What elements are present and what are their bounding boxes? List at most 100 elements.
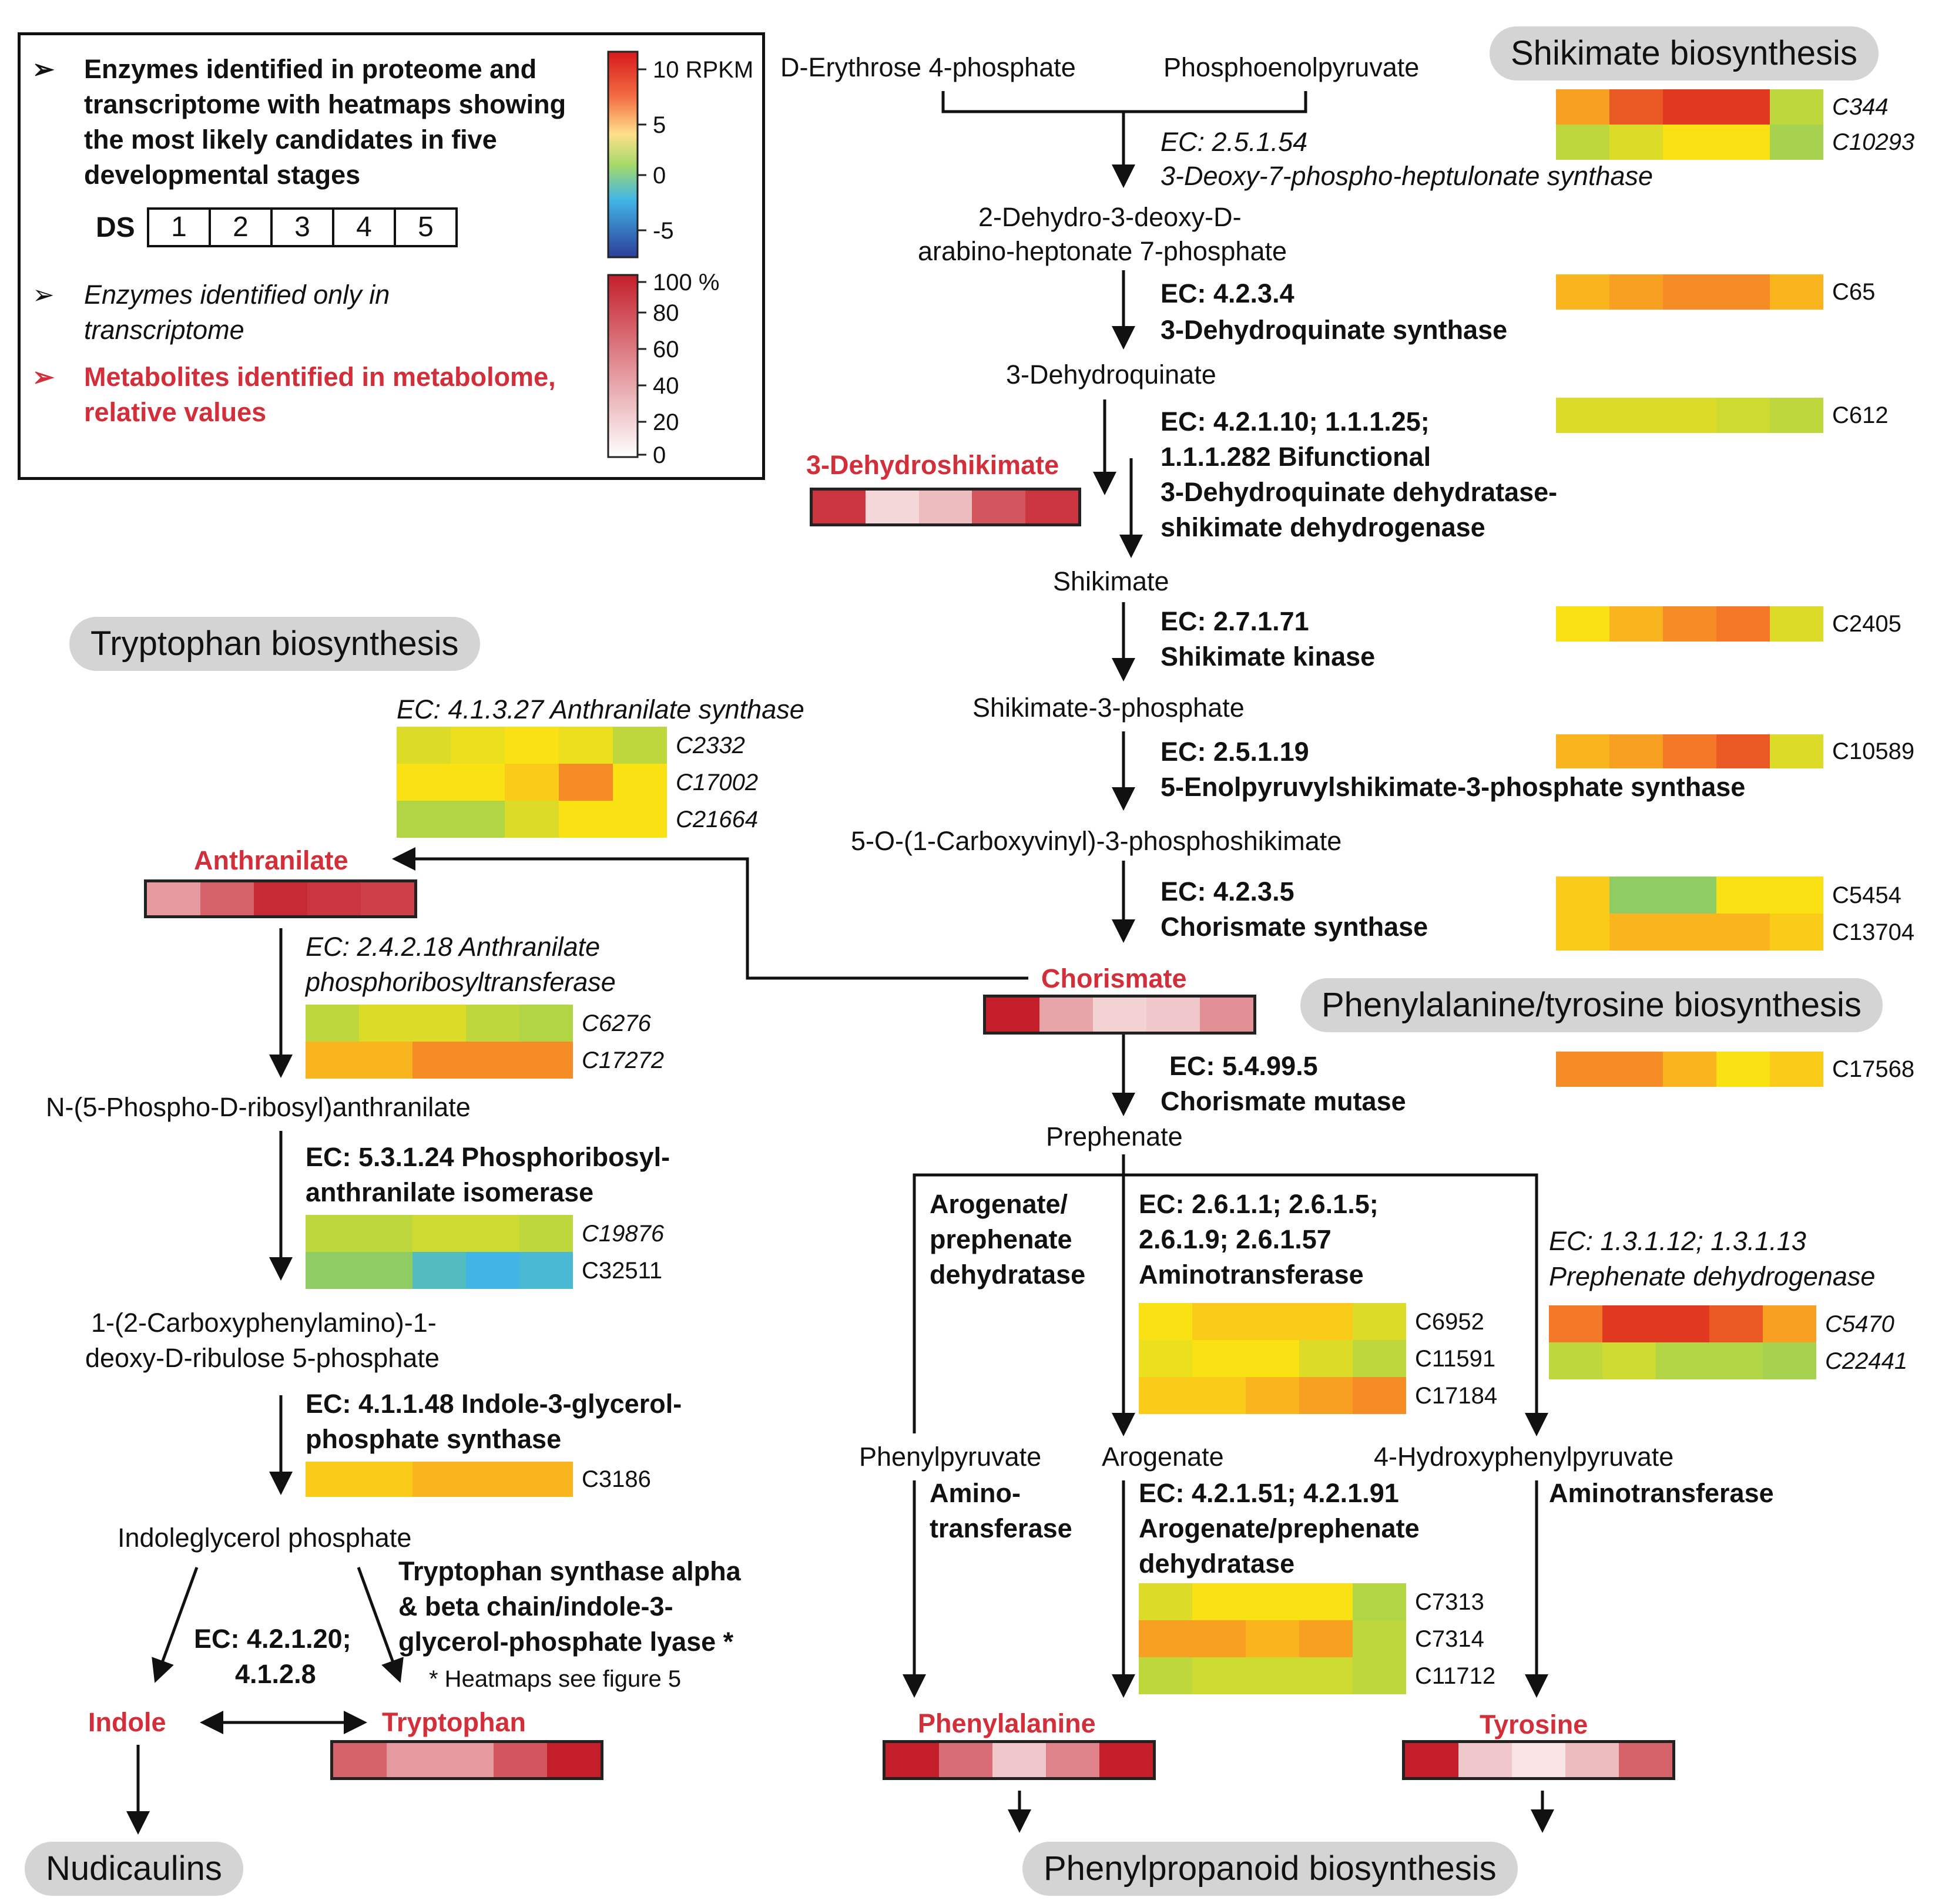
pct-tick: 60 bbox=[653, 337, 679, 362]
enzyme-ec42110-line1: EC: 4.2.1.10; 1.1.1.25; bbox=[1161, 407, 1430, 436]
enzyme-ec42120-line2: 4.1.2.8 bbox=[235, 1659, 316, 1689]
heatmap-cell bbox=[466, 1042, 519, 1079]
heatmap-row bbox=[1139, 1620, 1406, 1657]
heatmap-cell bbox=[1556, 1052, 1609, 1087]
enzyme-ec42151-line1: EC: 4.2.1.51; 4.2.1.91 bbox=[1139, 1478, 1399, 1508]
heatmap-cell bbox=[1192, 1303, 1246, 1340]
heatmap-cell bbox=[1139, 1583, 1192, 1620]
compound-shikimate: Shikimate bbox=[1053, 566, 1169, 596]
heatmap-contig-label: C11591 bbox=[1415, 1345, 1496, 1372]
metabolite-dhs-label: 3-Dehydroshikimate bbox=[806, 450, 1059, 480]
metabolite-cell bbox=[440, 1743, 494, 1777]
heatmap-contig-label: C2332 bbox=[676, 732, 745, 758]
heatmap-cell bbox=[1770, 398, 1823, 433]
heatmap-cell bbox=[1556, 125, 1609, 160]
enzyme-ec4235-name: Chorismate synthase bbox=[1161, 912, 1428, 942]
metabolite-cell bbox=[1039, 998, 1093, 1032]
compound-cdrp-2: deoxy-D-ribulose 5-phosphate bbox=[85, 1343, 440, 1373]
heatmap-cell bbox=[1556, 734, 1609, 768]
heatmap-contig-label: C22441 bbox=[1825, 1348, 1908, 1374]
metabolite-anthranilate-bar bbox=[144, 879, 417, 918]
enzyme-ec41148-line1: EC: 4.1.1.48 Indole-3-glycerol- bbox=[306, 1389, 682, 1419]
legend-bullet: ➢ bbox=[32, 280, 55, 310]
heatmap-cell bbox=[1299, 1340, 1353, 1377]
heatmap-contig-label: C13704 bbox=[1832, 919, 1915, 945]
heatmap-contig-label: C17568 bbox=[1832, 1056, 1915, 1082]
heatmap-cell bbox=[397, 727, 451, 764]
heatmap-cell bbox=[1549, 1305, 1602, 1342]
heatmap-contig-label: C17184 bbox=[1415, 1382, 1498, 1409]
heatmap-contig-label: C7313 bbox=[1415, 1589, 1484, 1615]
heatmap-cell bbox=[1299, 1657, 1353, 1694]
metabolite-cell bbox=[1619, 1743, 1672, 1777]
metabolite-indole-label: Indole bbox=[88, 1707, 166, 1737]
compound-arogenate: Arogenate bbox=[1102, 1442, 1224, 1472]
heatmap-contig-label: C344 bbox=[1832, 94, 1889, 120]
enzyme-ec4235-ec: EC: 4.2.3.5 bbox=[1161, 877, 1294, 906]
enzyme-ec4234-name: 3-Dehydroquinate synthase bbox=[1161, 315, 1508, 345]
heatmap-cell bbox=[412, 1462, 466, 1497]
heatmap-cell bbox=[519, 1042, 573, 1079]
heatmap-cell bbox=[466, 1215, 519, 1252]
heatmap-cell bbox=[1556, 606, 1609, 642]
metabolite-cell bbox=[333, 1743, 387, 1777]
heatmap-contig-label: C10589 bbox=[1832, 738, 1915, 764]
legend-bullet: ➢ bbox=[32, 54, 55, 84]
heatmap-cell bbox=[306, 1005, 359, 1042]
pathway-nudicaulins-label: Nudicaulins bbox=[25, 1842, 243, 1896]
compound-prephenate: Prephenate bbox=[1046, 1121, 1183, 1151]
heatmap-cell bbox=[1299, 1583, 1353, 1620]
metabolite-chorismate-label: Chorismate bbox=[1041, 963, 1187, 993]
pct-tick: 80 bbox=[653, 300, 679, 326]
heatmap-row bbox=[397, 727, 667, 764]
metabolite-cell bbox=[813, 491, 866, 523]
heatmap-cell bbox=[1770, 877, 1823, 914]
enzyme-ec4234-ec: EC: 4.2.3.4 bbox=[1161, 278, 1294, 308]
heatmap-cell bbox=[466, 1252, 519, 1289]
compound-pep: Phosphoenolpyruvate bbox=[1163, 52, 1420, 82]
heatmap-cell bbox=[1609, 89, 1663, 125]
rpkm-tick: 10 RPKM bbox=[653, 57, 754, 83]
heatmap-cell bbox=[359, 1042, 412, 1079]
heatmap-cell bbox=[1663, 914, 1716, 951]
heatmap-cell bbox=[519, 1005, 573, 1042]
heatmap-cell bbox=[1770, 606, 1823, 642]
compound-s3p: Shikimate-3-phosphate bbox=[972, 693, 1245, 723]
enzyme-aminotransferase-line3: Aminotransferase bbox=[1139, 1260, 1364, 1290]
heatmap-cell bbox=[1770, 89, 1823, 125]
heatmap-row bbox=[1139, 1340, 1406, 1377]
metabolite-tryptophan-bar bbox=[330, 1740, 603, 1780]
heatmap-cell bbox=[412, 1042, 466, 1079]
heatmap-row bbox=[306, 1042, 573, 1079]
compound-cdrp-1: 1-(2-Carboxyphenylamino)-1- bbox=[91, 1308, 437, 1338]
rpkm-tick: 0 bbox=[653, 163, 666, 189]
heatmap-cell bbox=[1663, 89, 1716, 125]
heatmap-cell bbox=[1192, 1657, 1246, 1694]
compound-hpp: 4-Hydroxyphenylpyruvate bbox=[1374, 1442, 1674, 1472]
heatmap-row bbox=[1139, 1303, 1406, 1340]
heatmap-cell bbox=[1139, 1620, 1192, 1657]
heatmap-cell bbox=[1353, 1340, 1406, 1377]
heatmap-cell bbox=[466, 1462, 519, 1497]
metabolite-cell bbox=[1512, 1743, 1565, 1777]
heatmap-contig-label: C6276 bbox=[582, 1010, 651, 1036]
enzyme-amino-right: Aminotransferase bbox=[1549, 1478, 1774, 1508]
heatmap-contig-label: C17002 bbox=[676, 769, 759, 795]
metabolite-cell bbox=[1025, 491, 1079, 523]
stage-4: 4 bbox=[334, 210, 396, 245]
metabolite-tyrosine-label: Tyrosine bbox=[1480, 1710, 1588, 1740]
heatmap-cell bbox=[306, 1462, 359, 1497]
legend-bullet: ➢ bbox=[32, 362, 55, 392]
enzyme-ec42120-line1: EC: 4.2.1.20; bbox=[194, 1624, 351, 1654]
metabolite-cell bbox=[1200, 998, 1253, 1032]
heatmap-contig-label: C3186 bbox=[582, 1466, 651, 1492]
heatmap-cell bbox=[359, 1005, 412, 1042]
enzyme-ec42110-line3: 3-Dehydroquinate dehydratase- bbox=[1161, 477, 1558, 507]
heatmap-cell bbox=[1192, 1340, 1246, 1377]
heatmap-cell bbox=[1763, 1305, 1816, 1342]
stage-2: 2 bbox=[211, 210, 273, 245]
enzyme-ec24218-line2: phosphoribosyltransferase bbox=[306, 967, 616, 997]
heatmap-cell bbox=[1556, 89, 1609, 125]
heatmap-contig-label: C7314 bbox=[1415, 1626, 1484, 1652]
enzyme-amino-left-line2: transferase bbox=[930, 1513, 1072, 1543]
